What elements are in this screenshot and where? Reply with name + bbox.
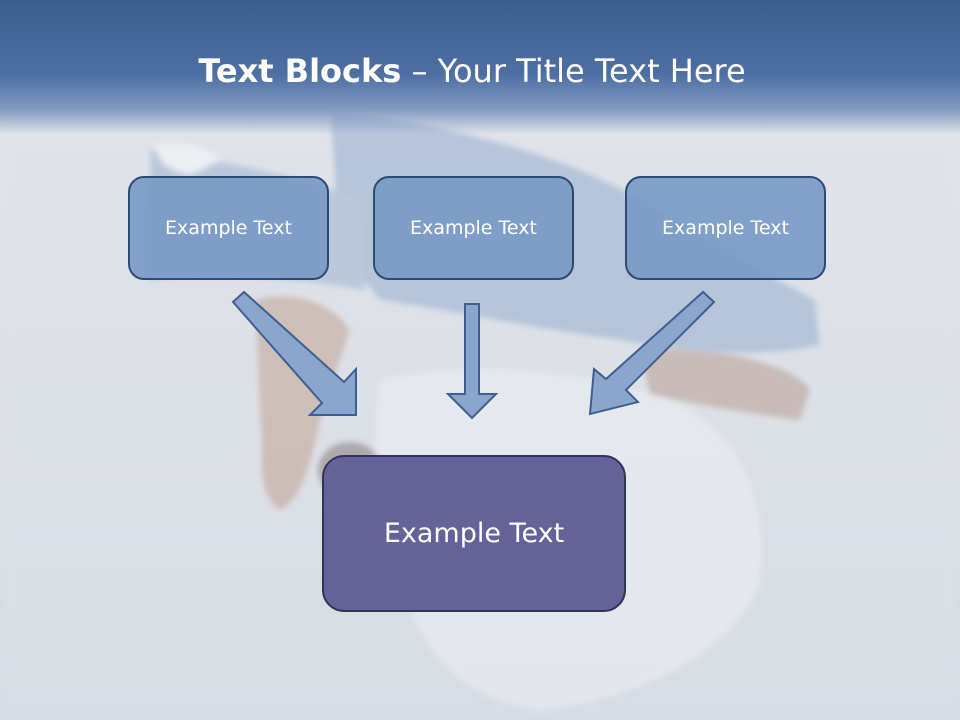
arrow-left <box>231 290 357 416</box>
text-box-main[interactable]: Example Text <box>322 455 626 612</box>
text-box-main-label: Example Text <box>383 518 565 549</box>
text-box-top-left[interactable]: Example Text <box>128 176 329 280</box>
title-dash: – <box>401 52 438 90</box>
slide-title: Text Blocks – Your Title Text Here <box>0 52 944 90</box>
text-box-label: Example Text <box>165 217 292 239</box>
header-band <box>0 0 960 135</box>
text-box-top-center[interactable]: Example Text <box>373 176 574 280</box>
text-box-top-right[interactable]: Example Text <box>625 176 826 280</box>
title-bold: Text Blocks <box>198 52 402 90</box>
text-box-label: Example Text <box>662 217 789 239</box>
text-box-label: Example Text <box>410 217 537 239</box>
title-rest: Your Title Text Here <box>437 52 746 90</box>
arrow-center <box>445 303 499 420</box>
arrow-right <box>588 290 716 416</box>
